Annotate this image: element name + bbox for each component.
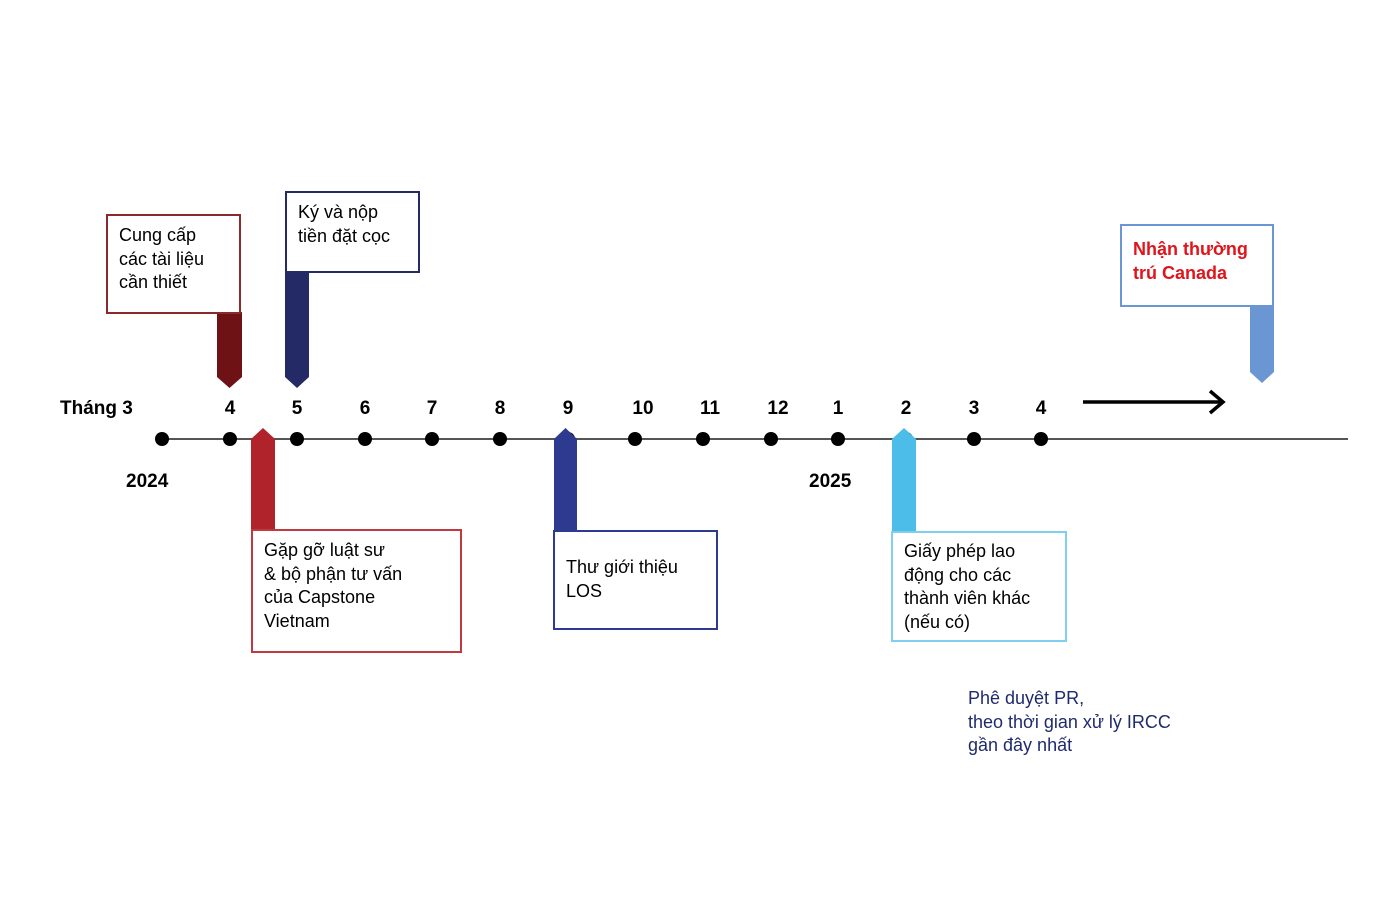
month-label: 3	[968, 398, 980, 419]
month-label: 8	[494, 398, 506, 419]
marker-work-permit	[892, 428, 916, 533]
timeline-dot	[223, 432, 237, 446]
timeline-dot	[764, 432, 778, 446]
note-text: gần đây nhất	[968, 735, 1073, 755]
milestone-text: trú Canada	[1133, 262, 1228, 283]
milestone-work-permit: Giấy phép lao động cho các thành viên kh…	[891, 531, 1067, 642]
milestone-los: Thư giới thiệu LOS	[553, 530, 718, 630]
arrow-right-icon	[1083, 389, 1226, 415]
timeline-dot	[155, 432, 169, 446]
marker-los	[554, 428, 577, 532]
note-text: Phê duyệt PR,	[968, 688, 1085, 708]
milestone-text: Thư giới thiệu	[566, 557, 678, 577]
pr-approval-note: Phê duyệt PR, theo thời gian xử lý IRCC …	[968, 687, 1171, 758]
milestone-pr: Nhận thường trú Canada	[1120, 224, 1274, 307]
milestone-text: Giấy phép lao	[904, 541, 1016, 561]
year-label-2025: 2025	[809, 471, 852, 492]
milestone-text: LOS	[566, 580, 603, 601]
month-label: 5	[291, 398, 303, 419]
timeline-dot	[696, 432, 710, 446]
month-label: 12	[767, 398, 789, 419]
milestone-text: các tài liệu	[119, 248, 205, 269]
milestone-text: Gặp gỡ luật sư	[264, 540, 385, 560]
month-label: 6	[359, 398, 371, 419]
milestone-documents: Cung cấp các tài liệu cần thiết	[106, 214, 241, 314]
timeline-dot	[1034, 432, 1048, 446]
milestone-text: động cho các	[904, 564, 1012, 585]
month-label: Tháng 3	[60, 398, 133, 419]
milestone-text: Ký và nộp	[298, 202, 379, 222]
month-label: 4	[224, 398, 236, 419]
month-label: 7	[426, 398, 438, 419]
timeline-dot	[628, 432, 642, 446]
milestone-text: (nếu có)	[904, 611, 971, 632]
timeline-dot	[967, 432, 981, 446]
marker-documents	[217, 312, 242, 388]
note-text: theo thời gian xử lý IRCC	[968, 711, 1171, 732]
month-label: 9	[562, 398, 574, 419]
timeline-dot	[290, 432, 304, 446]
marker-pr	[1250, 305, 1274, 383]
month-label: 2	[900, 398, 912, 419]
milestone-deposit: Ký và nộp tiền đặt cọc	[285, 191, 420, 273]
milestone-text: cần thiết	[119, 272, 188, 292]
marker-meeting	[251, 428, 275, 531]
timeline-dot	[493, 432, 507, 446]
month-label: 11	[699, 398, 721, 419]
milestone-text: thành viên khác	[904, 588, 1031, 608]
marker-deposit	[285, 271, 309, 388]
month-label: 1	[832, 398, 844, 419]
timeline-dot	[831, 432, 845, 446]
month-label: 4	[1035, 398, 1047, 419]
timeline-axis	[160, 438, 1348, 440]
milestone-text: & bộ phận tư vấn	[264, 563, 403, 584]
milestone-text: Vietnam	[264, 610, 330, 631]
milestone-meeting: Gặp gỡ luật sư & bộ phận tư vấn của Caps…	[251, 529, 462, 653]
milestone-text: Nhận thường	[1133, 239, 1248, 259]
milestone-text: của Capstone	[264, 587, 376, 607]
timeline-dot	[425, 432, 439, 446]
milestone-text: tiền đặt cọc	[298, 225, 391, 246]
milestone-text: Cung cấp	[119, 225, 197, 245]
timeline-dot	[358, 432, 372, 446]
year-label-2024: 2024	[126, 471, 169, 492]
month-label: 10	[632, 398, 654, 419]
